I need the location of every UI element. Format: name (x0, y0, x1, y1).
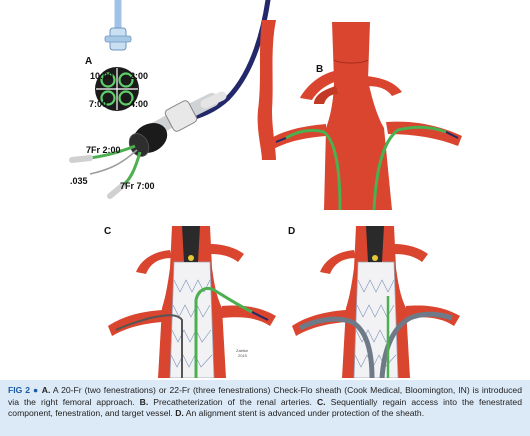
delivery-cap-d (366, 226, 384, 262)
branch-right-c (210, 244, 244, 262)
aorta-b-shading (333, 59, 369, 64)
caption-part-d-label: D. (175, 408, 184, 419)
right-renal-catheter-b (372, 125, 447, 211)
caption-part-b-label: B. (139, 396, 149, 407)
upper-port-hub (69, 155, 93, 163)
sheath-shaft (200, 91, 227, 109)
panel-letter-b: B (316, 64, 323, 75)
lower-port-hub (107, 183, 125, 199)
clock-label-7: 7:00 (89, 99, 107, 109)
right-catheter-c (194, 286, 253, 378)
port-7-ring (100, 90, 116, 106)
celiac-b (300, 70, 342, 100)
clock-label-4: 4:00 (130, 99, 148, 109)
caption-part-a-label: A. (41, 385, 51, 395)
caption-part-d-text: An alignment stent is advanced under pro… (183, 408, 425, 419)
panel-d: D (288, 226, 460, 378)
marker-d (372, 255, 378, 261)
caption-part-a-text: A 20-Fr (two fenestrations) or 22-Fr (th… (8, 385, 522, 407)
left-renal-wire-b (275, 137, 287, 143)
sheath-valve-body (164, 100, 198, 132)
artist-signature-year: 2015 (238, 353, 248, 358)
right-wire-c (251, 311, 269, 321)
sheath-end (128, 133, 150, 157)
clock-label-2: 2:00 (130, 71, 148, 81)
caption-part-c-text: Sequentially regain access into the fene… (8, 396, 522, 419)
panel-letter-c: C (104, 226, 111, 237)
panel-b: B (257, 20, 462, 211)
port-4-ring (118, 90, 134, 106)
left-wire-c (115, 314, 183, 378)
port-label-upper: 7Fr 2:00 (86, 145, 121, 155)
panel-letter-a: A (85, 56, 92, 67)
artist-signature-name: Zabtke (236, 348, 249, 353)
delivery-cap-c (182, 226, 200, 262)
port-label-lower: 7Fr 7:00 (120, 181, 155, 191)
wire-035 (89, 149, 138, 175)
right-renal-wire-b (445, 131, 459, 139)
left-alignment-sheath-d (298, 316, 375, 378)
figure-illustration: A 10:00 2:00 7:00 4:00 7Fr 2:00 .035 7Fr… (69, 0, 462, 378)
celiac-d (320, 250, 356, 274)
stopcock-handle (104, 35, 132, 43)
caption-bullet: ● (33, 385, 39, 395)
celiac-c (136, 250, 172, 274)
upper-port-catheter (89, 144, 136, 160)
caption-part-c-label: C. (316, 396, 326, 407)
panel-letter-d: D (288, 226, 295, 237)
port-label-wire: .035 (70, 176, 88, 186)
panel-c: C Zabtke 2015 (104, 226, 276, 378)
left-renal-catheter-b (285, 128, 342, 211)
caption-part-b-text: Precatheterization of the renal arteries… (148, 396, 317, 407)
sma-b (314, 86, 338, 104)
figure-caption: FIG 2 ● A. A 20-Fr (two fenestrations) o… (0, 380, 530, 436)
aorta-b (324, 22, 392, 210)
figure-svg: A 10:00 2:00 7:00 4:00 7Fr 2:00 .035 7Fr… (69, 0, 462, 378)
clock-label-10: 10:00 (90, 71, 113, 81)
right-alignment-sheath-d (379, 311, 453, 378)
caption-figure-label: FIG 2 (8, 385, 31, 395)
panel-a: A 10:00 2:00 7:00 4:00 7Fr 2:00 .035 7Fr… (69, 0, 271, 199)
branch-right-b (366, 76, 402, 96)
right-renal-c (222, 305, 276, 326)
branch-right-d (394, 244, 428, 262)
marker-c (188, 255, 194, 261)
left-renal-b (268, 124, 326, 150)
port-2-ring (118, 72, 134, 88)
iliac-fragment (257, 20, 276, 160)
port-10-ring (100, 72, 116, 88)
